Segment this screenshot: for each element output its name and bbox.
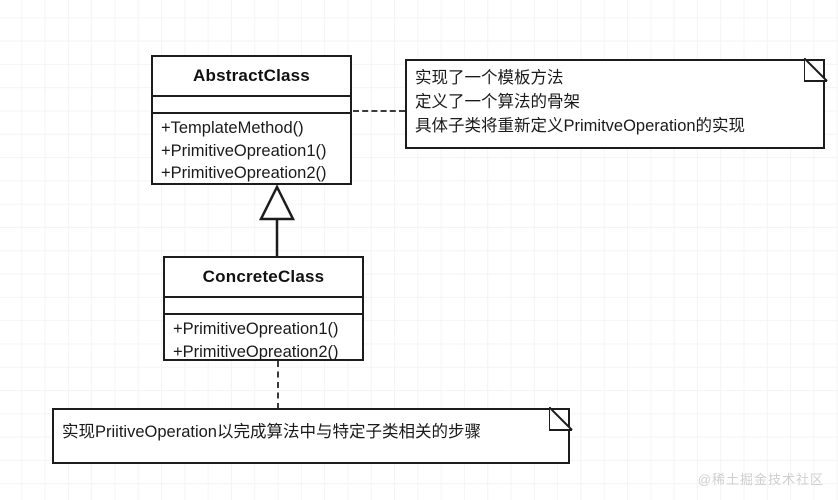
class-operation: +TemplateMethod() (161, 119, 304, 137)
class-operations-compartment-abstractclass: +TemplateMethod() +PrimitiveOpreation1()… (153, 112, 350, 189)
watermark: @稀土掘金技术社区 (697, 472, 824, 487)
note-connector-abstractclass (353, 110, 405, 112)
class-title-abstractclass: AbstractClass (193, 66, 310, 85)
generalization-arrow (248, 184, 306, 257)
class-operation: +PrimitiveOpreation1() (161, 141, 327, 160)
class-operations-compartment-concreteclass: +PrimitiveOpreation1() +PrimitiveOpreati… (165, 313, 362, 367)
class-operation: +PrimitiveOpreation2() (173, 342, 339, 361)
note-text: 实现了一个模板方法 定义了一个算法的骨架 具体子类将重新定义PrimitveOp… (415, 66, 815, 138)
note-body (52, 408, 570, 464)
generalization-arrow-icon (258, 184, 296, 257)
uml-class-concreteclass[interactable]: ConcreteClass +PrimitiveOpreation1() +Pr… (163, 256, 364, 361)
class-operation: +PrimitiveOpreation2() (161, 164, 327, 182)
note-body (405, 59, 825, 149)
uml-note-abstractclass[interactable]: 实现了一个模板方法 定义了一个算法的骨架 具体子类将重新定义PrimitveOp… (405, 57, 828, 149)
note-connector-concreteclass (277, 361, 279, 409)
class-attributes-compartment-concreteclass (165, 296, 362, 313)
uml-class-abstractclass[interactable]: AbstractClass +TemplateMethod() +Primiti… (151, 55, 352, 185)
note-text: 实现PriitiveOperation以完成算法中与特定子类相关的步骤 (62, 420, 560, 444)
note-line: 实现了一个模板方法 (415, 69, 564, 87)
note-fold-corner-icon (548, 406, 573, 431)
note-line: 实现PriitiveOperation以完成算法中与特定子类相关的步骤 (62, 423, 481, 441)
class-attributes-compartment-abstractclass (153, 95, 350, 112)
uml-note-concreteclass[interactable]: 实现PriitiveOperation以完成算法中与特定子类相关的步骤 (52, 406, 573, 464)
note-line: 具体子类将重新定义PrimitveOperation的实现 (415, 117, 746, 135)
note-fold-corner-icon (803, 57, 828, 82)
class-operation: +PrimitiveOpreation1() (173, 320, 339, 338)
note-line: 定义了一个算法的骨架 (415, 93, 580, 111)
class-title-concreteclass: ConcreteClass (202, 267, 325, 286)
